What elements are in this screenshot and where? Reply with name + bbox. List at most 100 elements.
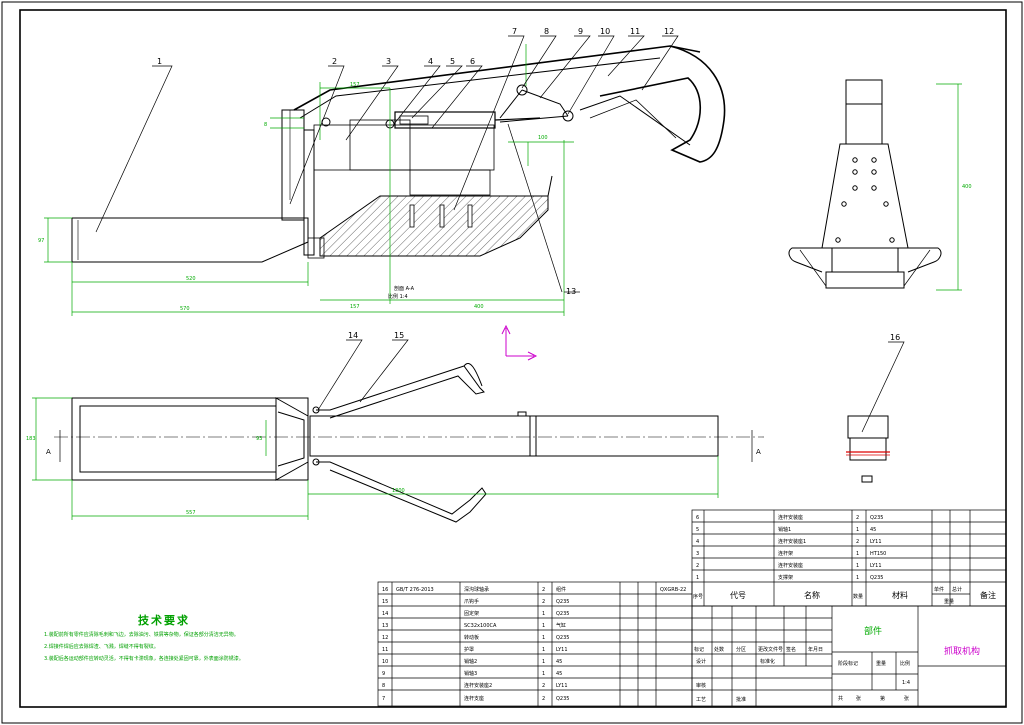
- svg-text:1: 1: [696, 575, 699, 581]
- dim-100: 100: [538, 135, 548, 141]
- bom-header-qty: 数量: [853, 593, 863, 600]
- bom-header-no: 序号: [693, 593, 703, 600]
- callout-15: 15: [394, 331, 404, 340]
- tech-line-3: 3.装配后各运动部件应转动灵活，不得有卡滞现象，各连接处紧固可靠，外表面涂防锈漆…: [44, 656, 244, 662]
- svg-text:Q235: Q235: [556, 611, 569, 617]
- svg-text:爪钩手: 爪钩手: [464, 598, 479, 605]
- section-label: 剖面 A-A: [394, 285, 415, 292]
- dim-157-bottom: 157: [350, 304, 360, 310]
- callout-3: 3: [386, 57, 391, 66]
- dim-93: 93: [256, 436, 262, 442]
- svg-text:1: 1: [856, 563, 859, 569]
- svg-text:45: 45: [556, 671, 562, 677]
- label-review: 审核: [696, 682, 706, 689]
- link-frame: [313, 124, 495, 171]
- svg-text:15: 15: [382, 599, 388, 605]
- svg-text:连杆安装座1: 连杆安装座1: [778, 538, 806, 545]
- top-beam: [293, 45, 701, 111]
- dim-97: 97: [38, 238, 44, 244]
- svg-text:护罩: 护罩: [464, 646, 474, 653]
- tech-title: 技术要求: [138, 614, 190, 627]
- svg-text:1: 1: [542, 671, 545, 677]
- bom-header-total: 总计: [952, 586, 962, 593]
- label-count: 处数: [714, 646, 724, 653]
- part-type: 部件: [864, 625, 882, 637]
- svg-text:连杆架: 连杆架: [778, 550, 793, 557]
- section-arrows: [59, 430, 753, 462]
- callout-5: 5: [450, 57, 455, 66]
- detail-view: [846, 415, 890, 483]
- svg-text:Q235: Q235: [556, 696, 569, 702]
- svg-text:4: 4: [696, 539, 699, 545]
- svg-text:销轴1: 销轴1: [778, 526, 791, 533]
- svg-text:SC32x100CA: SC32x100CA: [464, 623, 497, 629]
- svg-text:LY11: LY11: [556, 683, 568, 689]
- dim-570: 570: [180, 306, 190, 312]
- svg-text:14: 14: [382, 611, 388, 617]
- mounting-plate: [281, 109, 305, 221]
- label-change: 更改文件号: [758, 646, 783, 653]
- hatched-base: [319, 195, 549, 257]
- callout-14: 14: [348, 331, 358, 340]
- svg-text:Q235: Q235: [870, 575, 883, 581]
- svg-text:9: 9: [382, 671, 385, 677]
- svg-text:销轴2: 销轴2: [464, 658, 477, 665]
- side-top-block: [845, 79, 883, 105]
- cover-hook: [599, 45, 726, 163]
- svg-text:13: 13: [382, 623, 388, 629]
- svg-text:2: 2: [856, 515, 859, 521]
- front-dimensions: [44, 44, 962, 316]
- callout-10: 10: [600, 27, 610, 36]
- title-block-text: 部件 抓取机构 标记 处数 分区 更改文件号 签名 年月日 设计 标准化 审核 …: [694, 625, 980, 703]
- svg-text:2: 2: [542, 696, 545, 702]
- top-dimensions: [32, 397, 719, 520]
- svg-text:1: 1: [542, 659, 545, 665]
- svg-text:GB/T 276-2013: GB/T 276-2013: [396, 587, 434, 593]
- bom-header-unit: 单件: [934, 586, 944, 593]
- top-support-arm: [71, 397, 309, 481]
- svg-text:1: 1: [542, 611, 545, 617]
- svg-text:LY11: LY11: [556, 647, 568, 653]
- dim-520: 520: [186, 276, 196, 282]
- svg-text:固定架: 固定架: [464, 610, 479, 617]
- label-page-of: 张: [904, 695, 909, 702]
- svg-text:16: 16: [382, 587, 388, 593]
- label-scale: 比例: [900, 660, 910, 667]
- dim-8: 8: [264, 122, 267, 128]
- drawing-title: 抓取机构: [944, 645, 980, 657]
- bom-header: 序号 代号 名称 数量 材料 单件 总计 重量 备注: [693, 586, 996, 605]
- svg-text:连杆安装座: 连杆安装座: [778, 514, 803, 521]
- svg-text:45: 45: [556, 659, 562, 665]
- dim-157-top: 157: [350, 82, 360, 88]
- bom-header-remark: 备注: [980, 590, 996, 600]
- svg-text:连杆安装座2: 连杆安装座2: [464, 682, 492, 689]
- svg-text:销轴3: 销轴3: [464, 670, 477, 677]
- svg-text:连杆支座: 连杆支座: [464, 695, 484, 702]
- label-stage: 阶段标记: [838, 660, 858, 667]
- svg-text:1: 1: [856, 551, 859, 557]
- svg-text:1: 1: [542, 623, 545, 629]
- callout-9: 9: [578, 27, 583, 36]
- svg-text:7: 7: [382, 696, 385, 702]
- inner-border: [19, 9, 1007, 708]
- label-weight: 重量: [876, 660, 886, 667]
- lower-claw: [316, 461, 487, 523]
- bom-header-code: 代号: [730, 590, 746, 600]
- svg-text:12: 12: [382, 635, 388, 641]
- technical-requirements: 技术要求 1.装配前所有零件应清除毛刺和飞边，去除油污、铁屑等杂物，保证各部分清…: [40, 612, 370, 668]
- dim-183: 183: [26, 436, 36, 442]
- svg-text:支撑架: 支撑架: [778, 574, 793, 581]
- callout-11: 11: [630, 27, 640, 36]
- label-zone: 分区: [736, 646, 746, 653]
- svg-text:Q235: Q235: [556, 599, 569, 605]
- svg-text:Q235: Q235: [870, 515, 883, 521]
- svg-text:1: 1: [856, 527, 859, 533]
- callout-leaders: [95, 35, 905, 433]
- svg-text:气缸: 气缸: [556, 622, 566, 629]
- label-page: 第: [880, 695, 885, 702]
- label-approve: 批准: [736, 696, 746, 703]
- section-mark-left: A: [46, 448, 51, 456]
- title-block-grid: [691, 605, 1007, 707]
- side-view: [788, 79, 942, 289]
